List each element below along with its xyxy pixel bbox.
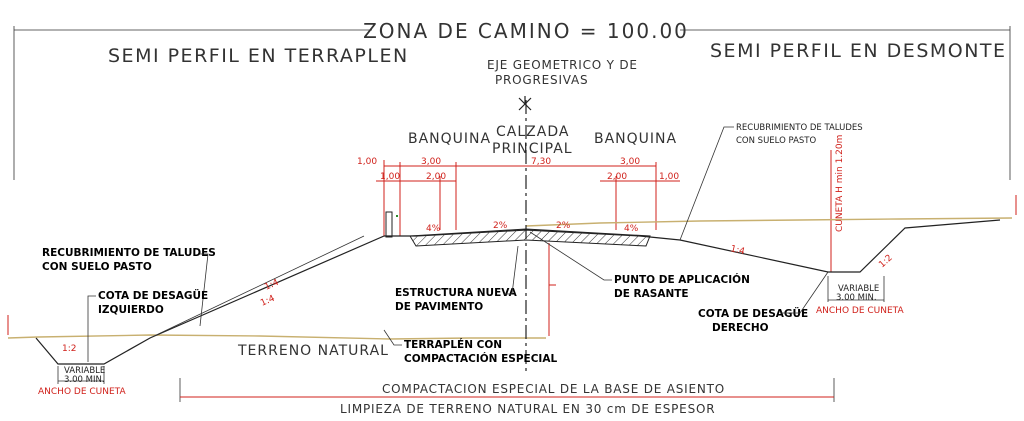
callout-cota-right: COTA DE DESAGÜE DERECHO (698, 271, 829, 334)
callout-recub-right: RECUBRIMIENTO DE TALUDES CON SUELO PASTO (679, 123, 863, 241)
cuneta-h-label: CUNETA H min 1.20m (835, 135, 845, 232)
recub-left-line1: RECUBRIMIENTO DE TALUDES (42, 247, 216, 259)
terraplen-line1: TERRAPLÉN CON (404, 338, 502, 351)
recub-right-line2: CON SUELO PASTO (736, 136, 816, 146)
recub-right-line1: RECUBRIMIENTO DE TALUDES (736, 123, 863, 133)
punto-line1: PUNTO DE APLICACIÓN (614, 273, 750, 286)
slope-right-1: 1:4 (729, 244, 746, 257)
terreno-natural-label: TERRENO NATURAL (237, 343, 389, 359)
eje-label-line1: EJE GEOMETRICO Y DE (487, 58, 638, 72)
cota-left-line2: IZQUIERDO (98, 304, 164, 316)
dim-300-right: 3,00 (620, 157, 640, 167)
callout-terraplen: TERRAPLÉN CON COMPACTACIÓN ESPECIAL (383, 329, 557, 365)
ancho-left: ANCHO DE CUNETA (38, 387, 126, 397)
punto-line2: DE RASANTE (614, 288, 689, 300)
cota-right-line2: DERECHO (712, 322, 769, 334)
estructura-line1: ESTRUCTURA NUEVA (395, 287, 518, 299)
calzada-label-line2: PRINCIPAL (492, 141, 573, 157)
zona-dimension: ZONA DE CAMINO = 100.00 (13, 19, 1011, 180)
eje-marker-icon (518, 96, 532, 111)
dimension-lines: 1,00 3,00 7,30 3,00 1,00 2,00 2,00 1,00 … (357, 135, 845, 336)
variable-right-1: VARIABLE (838, 284, 879, 294)
dim-200-right: 2,00 (607, 172, 627, 182)
cota-right-line1: COTA DE DESAGÜE (698, 306, 808, 320)
dim-100-left: 1,00 (357, 157, 377, 167)
banquina-right-label: BANQUINA (594, 131, 677, 147)
slope-pct-2: 2% (493, 221, 508, 231)
slope-right-2: 1:2 (877, 253, 894, 270)
semi-desmonte-label: SEMI PERFIL EN DESMONTE (710, 40, 1007, 62)
callout-cota-left: COTA DE DESAGÜE IZQUIERDO (87, 288, 208, 362)
callout-punto: PUNTO DE APLICACIÓN DE RASANTE (529, 231, 750, 300)
dim-730: 7,30 (531, 157, 551, 167)
dim-100-left2: 1,00 (380, 172, 400, 182)
limpieza-label: LIMPIEZA DE TERRENO NATURAL EN 30 cm DE … (340, 402, 715, 416)
variable-left: VARIABLE 3.00 MIN. ANCHO DE CUNETA (38, 366, 126, 397)
bottom-dimension: COMPACTACION ESPECIAL DE LA BASE DE ASIE… (179, 378, 835, 416)
semi-terraplen-label: SEMI PERFIL EN TERRAPLEN (108, 45, 409, 67)
variable-left-2: 3.00 MIN. (64, 375, 105, 385)
ancho-right: ANCHO DE CUNETA (816, 306, 904, 316)
variable-right-2: 3.00 MIN. (836, 293, 877, 303)
zona-label: ZONA DE CAMINO = 100.00 (363, 19, 689, 43)
calzada-label-line1: CALZADA (496, 124, 569, 140)
slope-pct-4: 4% (624, 224, 639, 234)
banquina-left-label: BANQUINA (408, 131, 491, 147)
cota-left-line1: COTA DE DESAGÜE (98, 288, 208, 302)
variable-right: VARIABLE 3.00 MIN. ANCHO DE CUNETA (816, 276, 904, 316)
callout-recub-left: RECUBRIMIENTO DE TALUDES CON SUELO PASTO (42, 247, 216, 327)
terraplen-line2: COMPACTACIÓN ESPECIAL (404, 352, 557, 365)
slope-pct-3: 2% (556, 221, 571, 231)
dim-100-right: 1,00 (659, 172, 679, 182)
variable-left-1: VARIABLE (64, 366, 105, 376)
eje-label-line2: PROGRESIVAS (495, 73, 588, 87)
compactacion-label: COMPACTACION ESPECIAL DE LA BASE DE ASIE… (382, 382, 725, 396)
estructura-line2: DE PAVIMENTO (395, 301, 483, 313)
natural-ground (7, 217, 1013, 340)
callout-estructura: ESTRUCTURA NUEVA DE PAVIMENTO (395, 245, 519, 313)
slope-left-2: 1:4 (263, 278, 281, 293)
recub-left-line2: CON SUELO PASTO (42, 261, 152, 273)
dim-300-left: 3,00 (421, 157, 441, 167)
dim-200-left: 2,00 (426, 172, 446, 182)
pavement-structure (409, 100, 651, 372)
slope-left-1: 1:2 (62, 344, 76, 354)
slope-markers: 1:2 1:4 1:4 1:4 1:2 4% 2% 2% 4% (62, 221, 895, 354)
slope-left-3: 1:4 (259, 294, 277, 309)
slope-pct-1: 4% (426, 224, 441, 234)
